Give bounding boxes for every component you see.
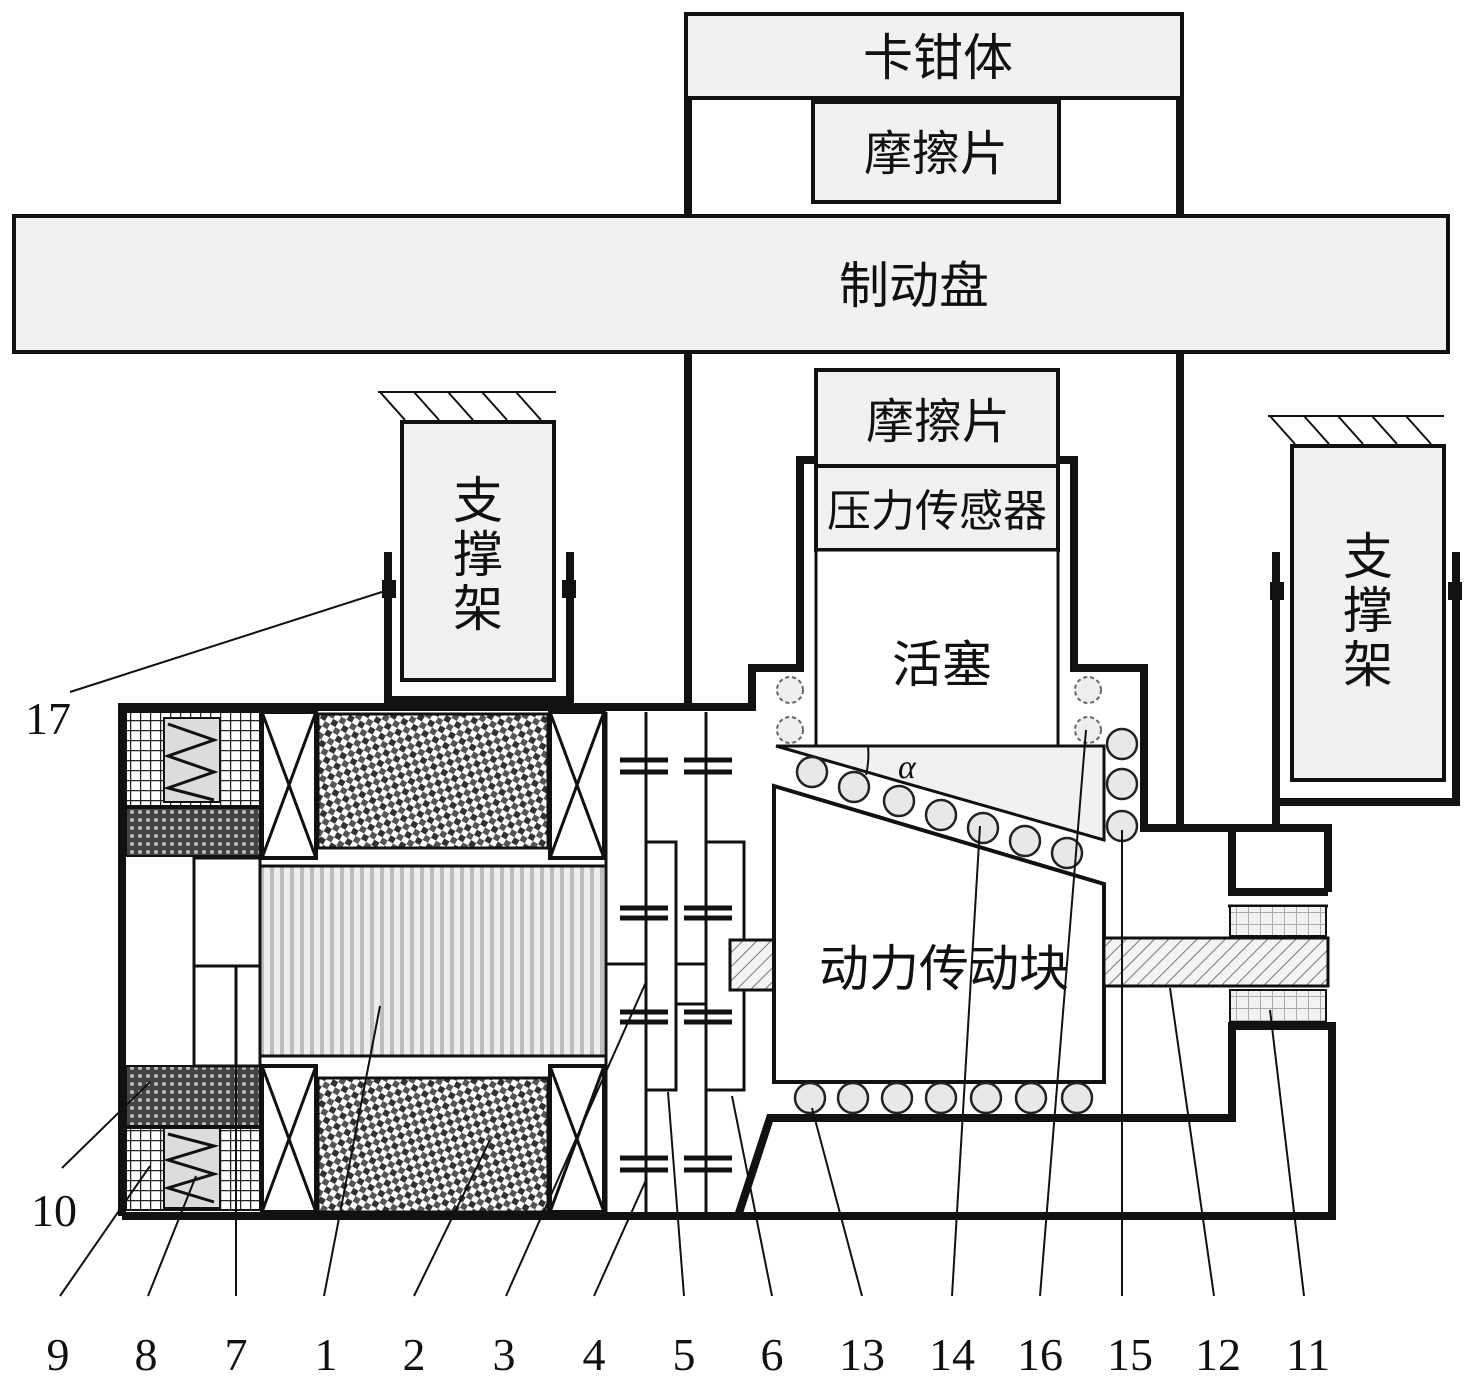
support-right-char-2: 撑: [1343, 582, 1393, 640]
friction-pad-bottom-label: 摩擦片: [866, 394, 1010, 450]
callout-14: 14: [929, 1329, 975, 1380]
side-balls: [1105, 727, 1139, 843]
support-frame-left: 支 撑 架: [378, 391, 576, 704]
output-shaft: [1102, 905, 1330, 1023]
callout-15: 15: [1107, 1329, 1153, 1380]
spring-assembly-bottom: [125, 1065, 261, 1211]
callout-numbers: 17 10 9 8 7 1 2 3 4 5 6 13 14 16 15 12 1…: [25, 693, 1330, 1380]
callout-16: 16: [1017, 1329, 1063, 1380]
callout-9: 9: [47, 1329, 70, 1380]
rotor: [258, 864, 608, 1058]
stator: [316, 712, 550, 1214]
friction-pad-top: 摩擦片: [811, 100, 1061, 204]
power-block-label: 动力传动块: [819, 940, 1069, 998]
support-frame-right: 支 撑 架: [1268, 415, 1462, 828]
callout-8: 8: [135, 1329, 158, 1380]
caliper-body-label: 卡钳体: [863, 29, 1013, 87]
piston-label: 活塞: [892, 636, 992, 694]
callout-5: 5: [673, 1329, 696, 1380]
caliper-body-block: [684, 12, 1184, 100]
bottom-balls: [793, 1081, 1094, 1115]
support-left-char-1: 支: [453, 472, 503, 530]
piston: 活塞: [814, 548, 1060, 748]
callout-13: 13: [839, 1329, 885, 1380]
spring-assembly-top: [125, 711, 261, 857]
support-left-char-3: 架: [453, 580, 503, 638]
support-right-char-3: 架: [1343, 636, 1393, 694]
caliper-frame: 卡钳体: [684, 12, 1184, 215]
bearings: [260, 710, 606, 1214]
support-left-char-2: 撑: [453, 526, 503, 584]
planetary-gear-train: [604, 712, 776, 1220]
pressure-sensor-label: 压力传感器: [827, 486, 1047, 537]
callout-12: 12: [1195, 1329, 1241, 1380]
friction-pad-top-label: 摩擦片: [864, 126, 1008, 182]
callout-2: 2: [403, 1329, 426, 1380]
wedge-angle-label: α: [898, 749, 917, 786]
callout-17: 17: [25, 693, 71, 744]
pressure-sensor: 压力传感器: [814, 464, 1060, 552]
callout-4: 4: [583, 1329, 606, 1380]
callout-3: 3: [493, 1329, 516, 1380]
callout-10: 10: [31, 1185, 77, 1236]
callout-11: 11: [1286, 1329, 1330, 1380]
callout-6: 6: [761, 1329, 784, 1380]
armature-plate: [192, 856, 262, 1068]
brake-disc: 制动盘: [12, 214, 1450, 354]
friction-pad-bottom: 摩擦片: [814, 368, 1060, 468]
piston-guide-balls: [776, 676, 1102, 744]
power-transmission-block: 动力传动块 α: [772, 744, 1106, 1084]
brake-disc-label: 制动盘: [839, 257, 989, 315]
callout-1: 1: [315, 1329, 338, 1380]
support-right-char-1: 支: [1343, 528, 1393, 586]
callout-7: 7: [225, 1329, 248, 1380]
leader-lines: [59, 589, 1305, 1297]
